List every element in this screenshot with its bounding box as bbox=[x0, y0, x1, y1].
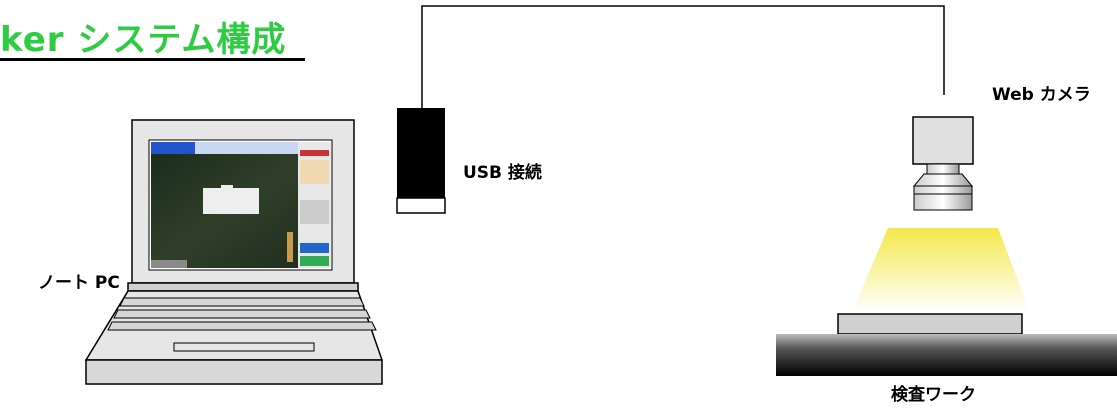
web-camera-icon bbox=[912, 116, 974, 211]
inspection-work-icon bbox=[776, 313, 1117, 376]
notebook-pc-label: ノート PC bbox=[38, 273, 120, 293]
usb-connection-label: USB 接続 bbox=[463, 163, 542, 183]
laptop-icon bbox=[84, 119, 384, 385]
light-beam bbox=[852, 228, 1030, 312]
usb-connector bbox=[396, 108, 446, 214]
usb-cable bbox=[421, 5, 945, 108]
diagram-title: ker システム構成 bbox=[0, 20, 287, 60]
web-camera-label: Web カメラ bbox=[992, 85, 1091, 105]
title-underline bbox=[0, 58, 305, 61]
inspection-work-label: 検査ワーク bbox=[891, 385, 976, 405]
